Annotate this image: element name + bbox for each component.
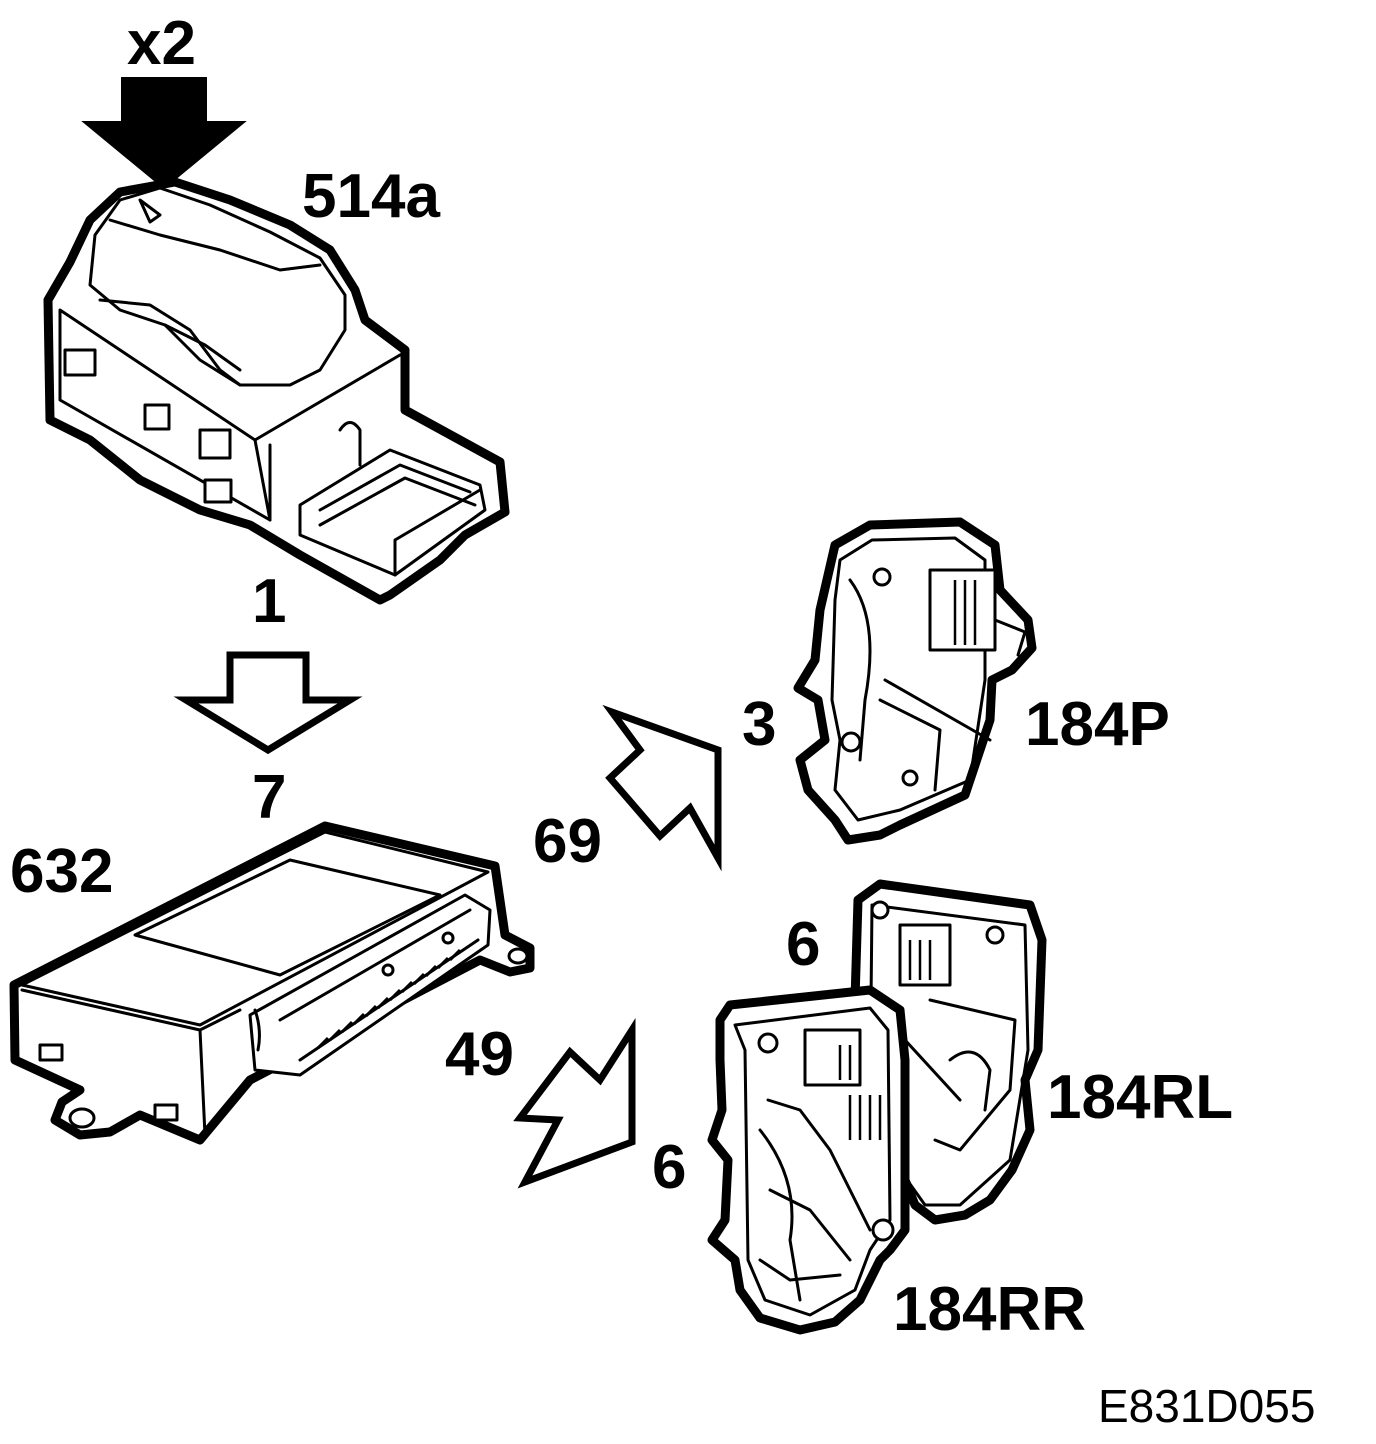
multiplier-label: x2 [127, 9, 196, 78]
lock-actuator-184rr [707, 985, 910, 1335]
rear-right-pin-label: 6 [652, 1133, 686, 1202]
hollow-arrow-icon-49 [513, 1018, 636, 1189]
hollow-arrow-icon-69 [602, 704, 722, 872]
signal-49-label: 49 [445, 1020, 514, 1089]
signal-1-label: 1 [252, 567, 286, 636]
switch-514a [43, 177, 510, 605]
figure-reference-label: E831D055 [1098, 1380, 1315, 1432]
rear-left-part-label: 184RL [1047, 1063, 1233, 1132]
control-module-632 [9, 821, 535, 1145]
module-part-label: 632 [10, 837, 113, 906]
rear-left-pin-label: 6 [786, 910, 820, 979]
lock-actuator-184p [793, 517, 1037, 845]
front-lock-part-label: 184P [1025, 690, 1170, 759]
rear-right-part-label: 184RR [893, 1275, 1086, 1344]
switch-part-label: 514a [302, 162, 440, 231]
press-arrow-icon [81, 77, 247, 190]
hollow-arrow-icon-down [173, 651, 363, 755]
front-lock-pin-label: 3 [742, 690, 776, 759]
signal-69-label: 69 [533, 807, 602, 876]
signal-7-label: 7 [252, 763, 286, 832]
